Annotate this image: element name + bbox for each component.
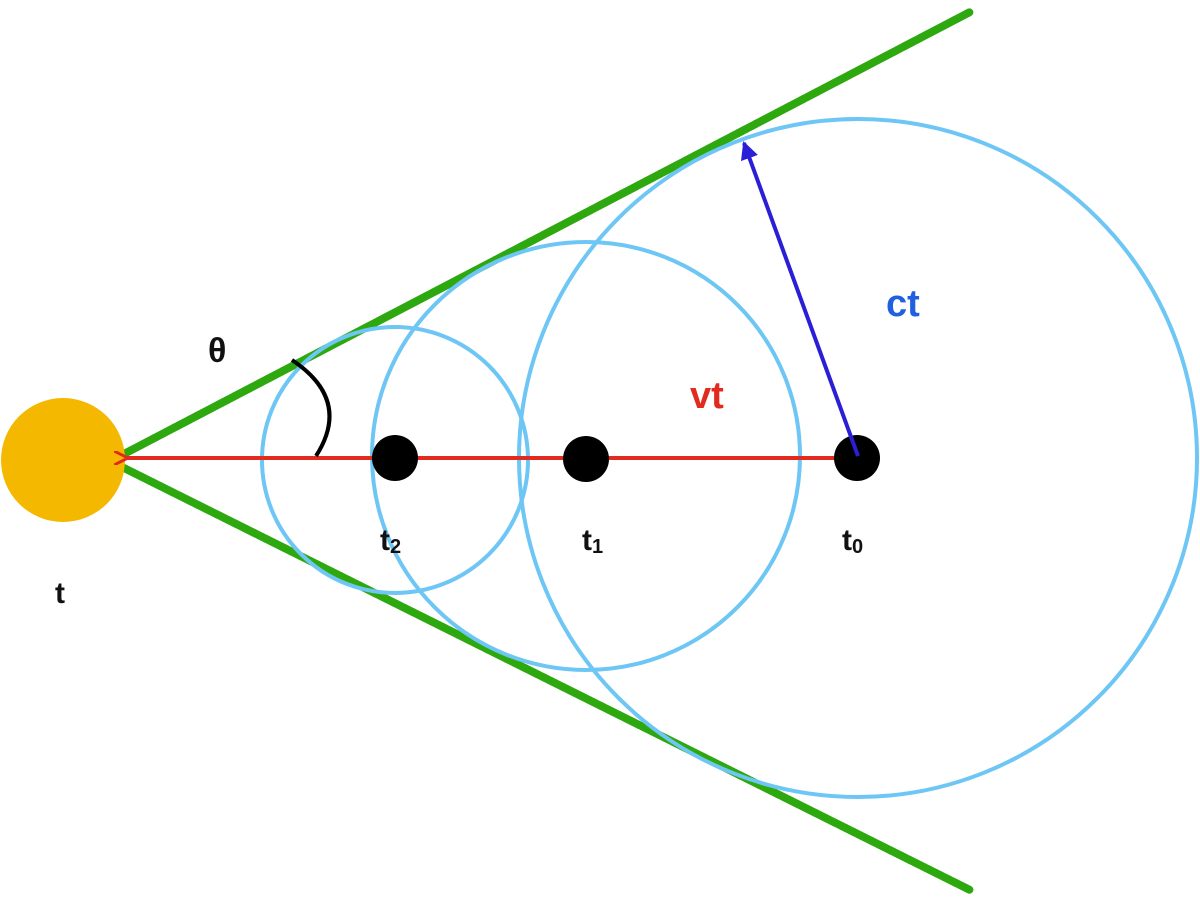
t0-label-sub: 0 <box>852 536 863 558</box>
vt-label: vt <box>690 375 724 417</box>
point-t2 <box>372 435 418 481</box>
ct-label: ct <box>886 283 920 325</box>
t-label: t <box>55 577 65 610</box>
cone-line-upper <box>118 8 974 459</box>
point-t0 <box>834 435 880 481</box>
t2-label-sub: 2 <box>390 536 401 558</box>
t2-label: t2 <box>380 524 401 558</box>
source-circle <box>1 398 125 522</box>
t1-label-base: t <box>582 524 592 557</box>
point-t1 <box>563 436 609 482</box>
t1-label: t1 <box>582 524 603 558</box>
t0-label-base: t <box>842 524 852 557</box>
cone-line-lower <box>118 463 974 894</box>
wave-radius-arrow <box>741 141 860 457</box>
t0-label: t0 <box>842 524 863 558</box>
angle-arc <box>290 358 332 458</box>
t1-label-sub: 1 <box>592 536 603 558</box>
t2-label-base: t <box>380 524 390 557</box>
theta-label: θ <box>208 332 226 370</box>
